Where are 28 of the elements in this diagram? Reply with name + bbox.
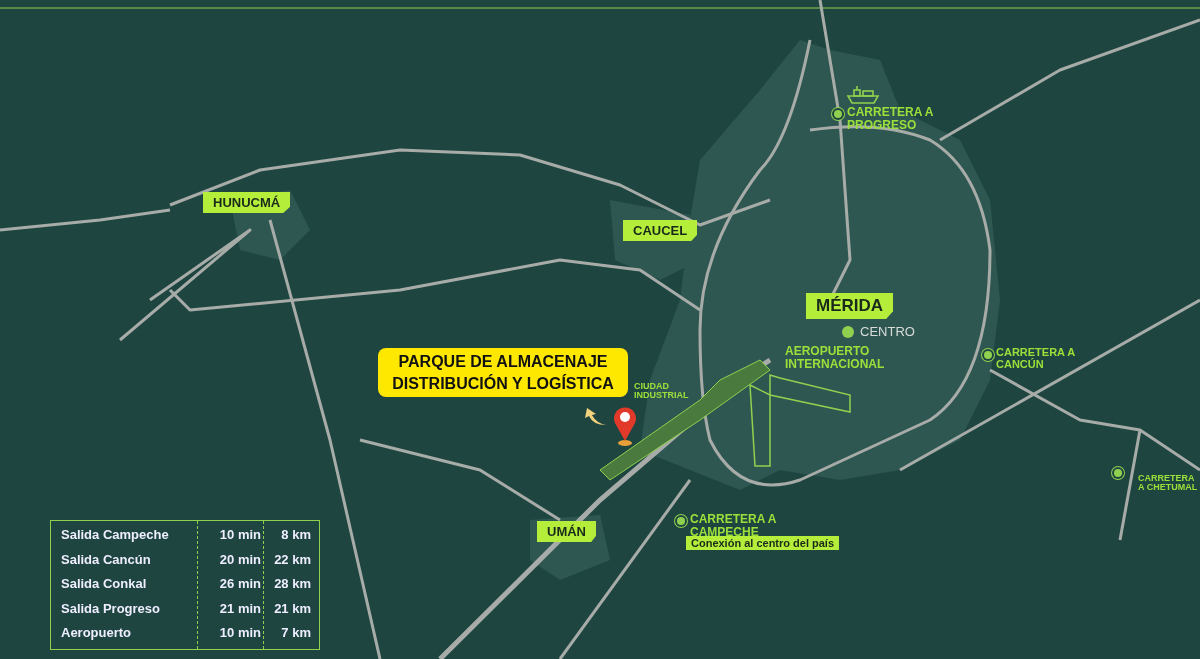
highway-label: CARRETERA A CHETUMAL bbox=[1138, 474, 1199, 493]
travel-time: 26 min bbox=[218, 576, 261, 591]
highway-label: CARRETERA A CAMPECHE bbox=[690, 513, 777, 539]
district-label: CENTRO bbox=[860, 325, 915, 339]
place-tag: CAUCEL bbox=[623, 220, 698, 241]
distance: 22 km bbox=[273, 551, 311, 567]
route-note-banner: Conexión al centro del país bbox=[686, 536, 840, 550]
distance: 8 km bbox=[280, 527, 311, 542]
zone-label: CIUDAD INDUSTRIAL bbox=[634, 382, 690, 401]
route-name: Salida Conkal bbox=[61, 576, 147, 591]
park-title-banner: PARQUE DE ALMACENAJE DISTRIBUCIÓN Y LOGÍSTICA bbox=[378, 348, 628, 398]
city-tag: MÉRIDA bbox=[806, 293, 894, 319]
travel-time: 20 min bbox=[218, 551, 261, 567]
place-tag: HUNUCMÁ bbox=[203, 192, 291, 213]
highway-label: CARRETERA A CANCÚN bbox=[996, 347, 1076, 371]
travel-time: 10 min bbox=[218, 625, 261, 640]
distance: 28 km bbox=[273, 576, 311, 591]
route-name: Salida Cancún bbox=[61, 551, 151, 567]
airport-label: AEROPUERTO INTERNACIONAL bbox=[785, 345, 886, 371]
route-name: Salida Progreso bbox=[61, 600, 160, 616]
distance: 21 km bbox=[273, 600, 311, 616]
route-name: Aeropuerto bbox=[61, 625, 132, 640]
travel-time: 10 min bbox=[218, 527, 261, 542]
place-tag: UMÁN bbox=[537, 521, 596, 542]
travel-time: 21 min bbox=[218, 600, 261, 616]
highway-label: CARRETERA A PROGRESO bbox=[847, 106, 934, 132]
route-name: Salida Campeche bbox=[61, 527, 169, 542]
distance: 7 km bbox=[280, 625, 311, 640]
